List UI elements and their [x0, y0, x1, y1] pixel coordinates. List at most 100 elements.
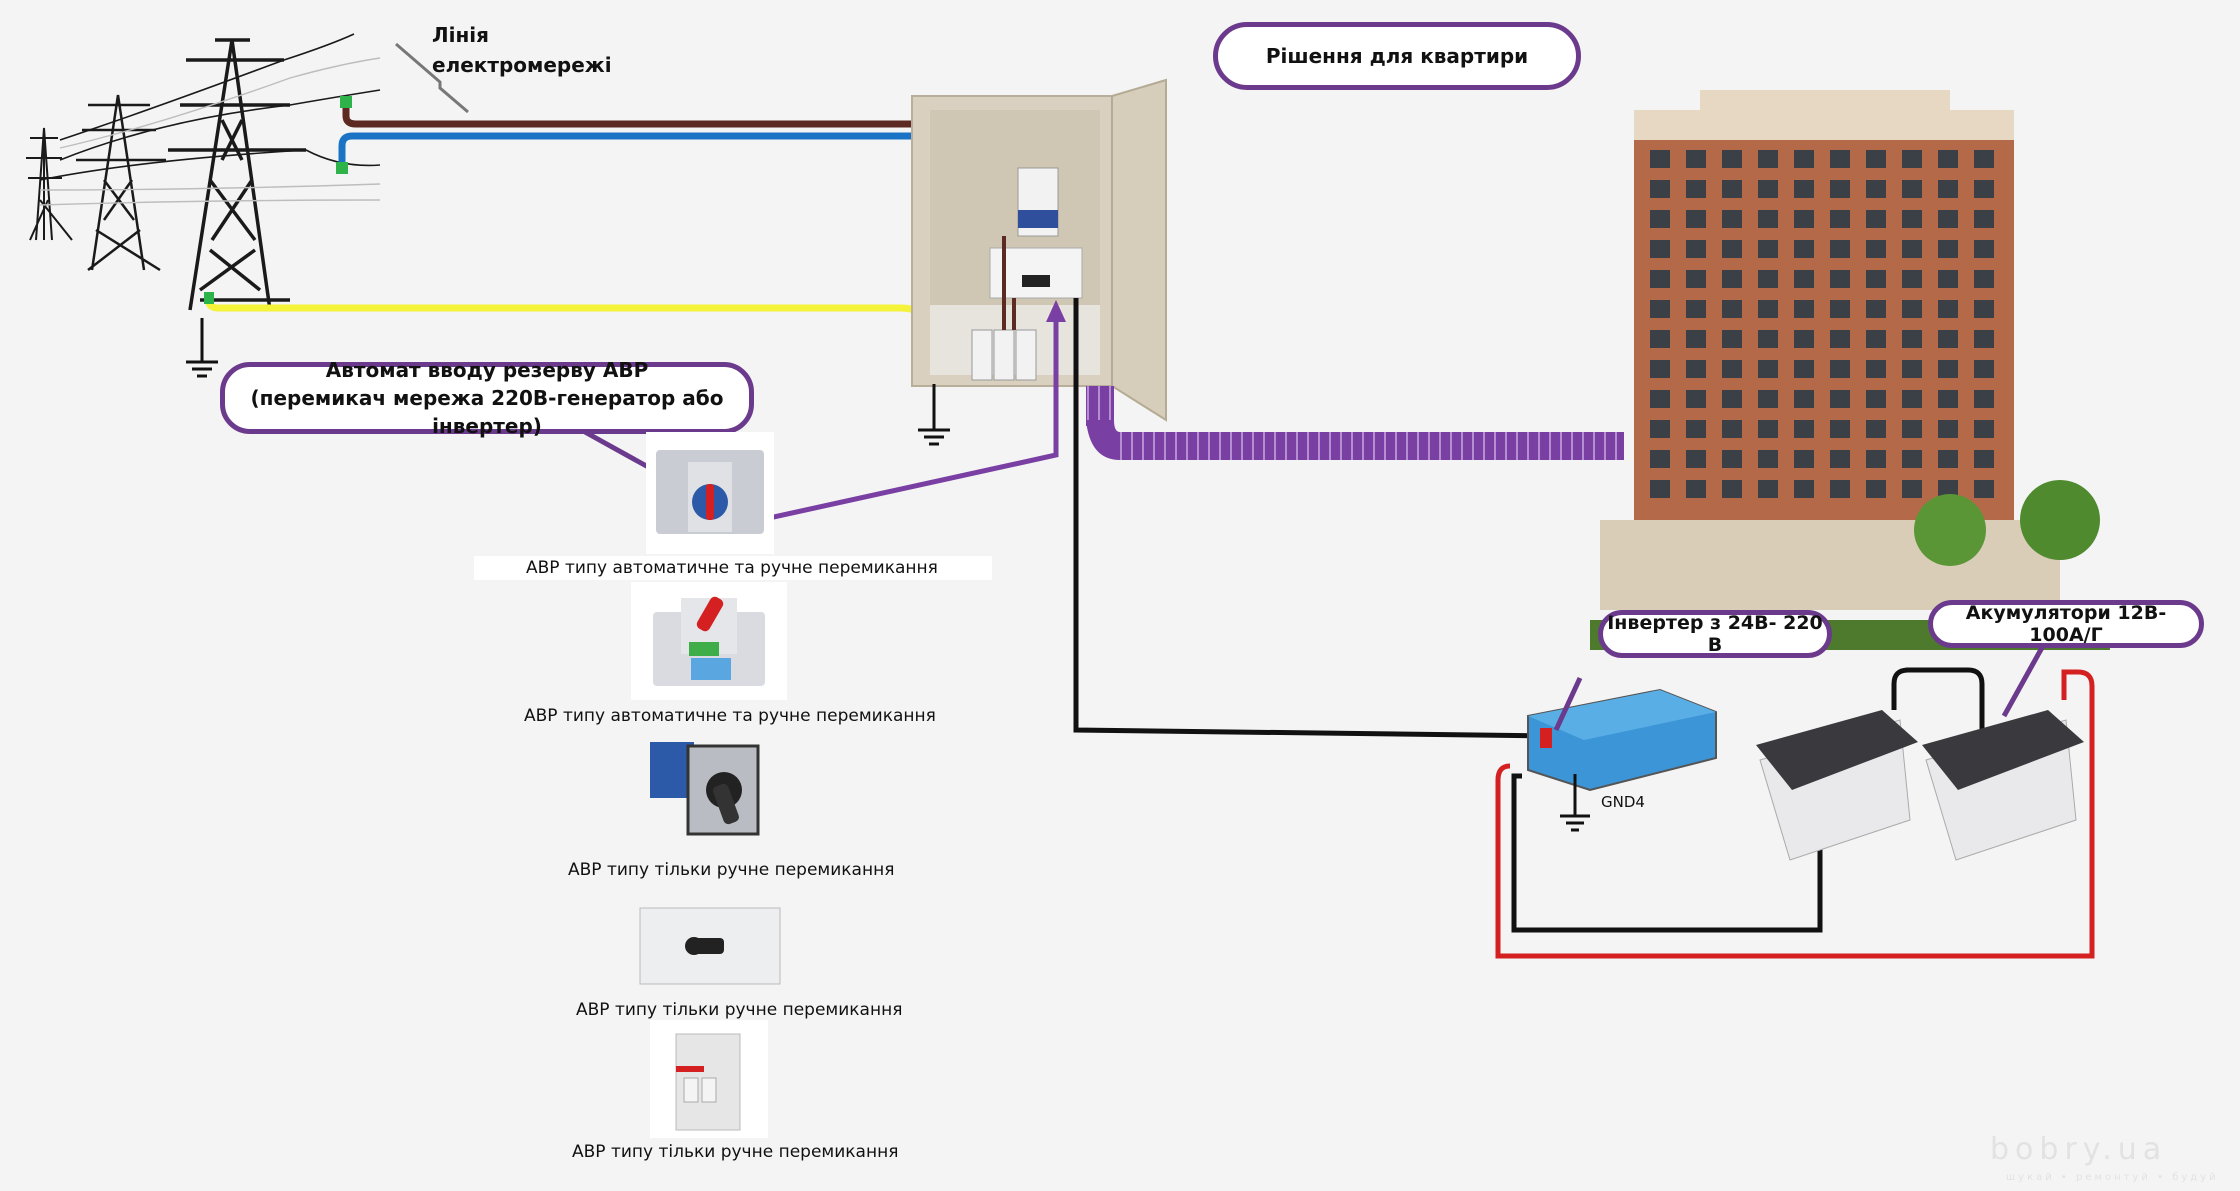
building-window — [1866, 450, 1886, 468]
distribution-cabinet — [911, 78, 1167, 422]
ats-auto-switch-icon — [656, 450, 764, 534]
inverter-callout-text: Інвертер з 24В- 220 В — [1607, 612, 1823, 656]
building-window — [1830, 330, 1850, 348]
building-window — [1686, 210, 1706, 228]
rotary-switch-icon — [650, 742, 760, 836]
building-window — [1794, 330, 1814, 348]
building-window — [1830, 270, 1850, 288]
building-window — [1722, 240, 1742, 258]
building-window — [1830, 360, 1850, 378]
ats-manual-changeover-image[interactable] — [638, 894, 784, 990]
building-window — [1830, 300, 1850, 318]
building-window — [1722, 150, 1742, 168]
building-window — [1794, 450, 1814, 468]
ats-callout-title: Автомат вводу резерву АВР — [325, 358, 649, 382]
building-window — [1902, 300, 1922, 318]
building-window — [1902, 420, 1922, 438]
building-window — [1758, 390, 1778, 408]
building-window — [1758, 210, 1778, 228]
inverter — [1527, 688, 1717, 792]
inverter-callout-tail — [1553, 676, 1583, 732]
building-window — [1794, 270, 1814, 288]
ats-option-caption: АВР типу автоматичне та ручне перемиканн… — [474, 556, 992, 580]
power-pylons-icon — [26, 33, 381, 311]
building-window — [1794, 150, 1814, 168]
building-window — [1866, 420, 1886, 438]
building-window — [1902, 210, 1922, 228]
building-window — [1650, 480, 1670, 498]
building-window — [1830, 180, 1850, 198]
building-window — [1974, 480, 1994, 498]
ats-manual-modular-image[interactable] — [650, 1020, 768, 1138]
building-window — [1974, 210, 1994, 228]
building-window — [1794, 360, 1814, 378]
building-window — [1758, 450, 1778, 468]
building-window — [1650, 420, 1670, 438]
building-window — [1938, 300, 1958, 318]
building-window — [1650, 180, 1670, 198]
building-window — [1902, 360, 1922, 378]
power-line-label-line1: Лінія — [432, 23, 489, 47]
building-window — [1794, 180, 1814, 198]
building-window — [1866, 330, 1886, 348]
building-window — [1758, 480, 1778, 498]
building-window — [1902, 270, 1922, 288]
earth-clamp-icon — [204, 292, 214, 304]
building-window — [1686, 450, 1706, 468]
ats-manual-rotary-image[interactable] — [648, 736, 768, 836]
building-window — [1686, 150, 1706, 168]
building-window — [1974, 300, 1994, 318]
ats-callout-tail — [583, 429, 652, 471]
building-window — [1650, 330, 1670, 348]
ats-callout: Автомат вводу резерву АВР (перемикач мер… — [220, 358, 754, 438]
building-window — [1974, 270, 1994, 288]
power-line-label-line2: електромережі — [432, 53, 612, 77]
building-window — [1902, 330, 1922, 348]
building-window — [1686, 360, 1706, 378]
building-window — [1758, 240, 1778, 258]
ats-connector-arrow — [759, 318, 1059, 523]
building-window — [1650, 390, 1670, 408]
building-window — [1866, 150, 1886, 168]
battery-1 — [1756, 710, 1918, 861]
building-window — [1866, 480, 1886, 498]
building-window — [1938, 360, 1958, 378]
building-window — [1758, 360, 1778, 378]
watermark-brand: bobry.ua — [1990, 1132, 2168, 1167]
building-window — [1722, 180, 1742, 198]
changeover-switch-icon — [639, 907, 781, 985]
building-window — [1686, 480, 1706, 498]
building-window — [1938, 480, 1958, 498]
building-window — [1902, 390, 1922, 408]
building-window — [1830, 390, 1850, 408]
page-title: Рішення для квартири — [1213, 22, 1581, 90]
building-window — [1722, 360, 1742, 378]
battery-callout-text: Акумулятори 12В- 100А/Г — [1965, 602, 2167, 646]
building-window — [1794, 390, 1814, 408]
building-window — [1794, 480, 1814, 498]
power-line-label: Лінія електромережі — [432, 20, 612, 80]
conduit-to-building — [1086, 386, 1624, 460]
building-window — [1902, 180, 1922, 198]
building-window — [1686, 420, 1706, 438]
building-window — [1974, 180, 1994, 198]
ats-callout-subtitle: (перемикач мережа 220В-генератор або інв… — [250, 386, 724, 438]
building-window — [1722, 420, 1742, 438]
ground-symbol-cabinet-icon — [918, 384, 950, 446]
building-window — [1866, 210, 1886, 228]
battery-callout: Акумулятори 12В- 100А/Г — [1928, 600, 2204, 648]
inverter-callout: Інвертер з 24В- 220 В — [1598, 610, 1832, 658]
building-window — [1650, 270, 1670, 288]
ats-auto-manual-1-image[interactable] — [646, 432, 774, 554]
building-window — [1722, 270, 1742, 288]
building-window — [1794, 240, 1814, 258]
building-window — [1866, 360, 1886, 378]
ats-auto-manual-2-image[interactable] — [631, 582, 787, 700]
building-window — [1938, 180, 1958, 198]
building-window — [1974, 240, 1994, 258]
building-window — [1722, 450, 1742, 468]
page-title-text: Рішення для квартири — [1265, 44, 1529, 68]
building-window — [1722, 330, 1742, 348]
building-window — [1938, 390, 1958, 408]
